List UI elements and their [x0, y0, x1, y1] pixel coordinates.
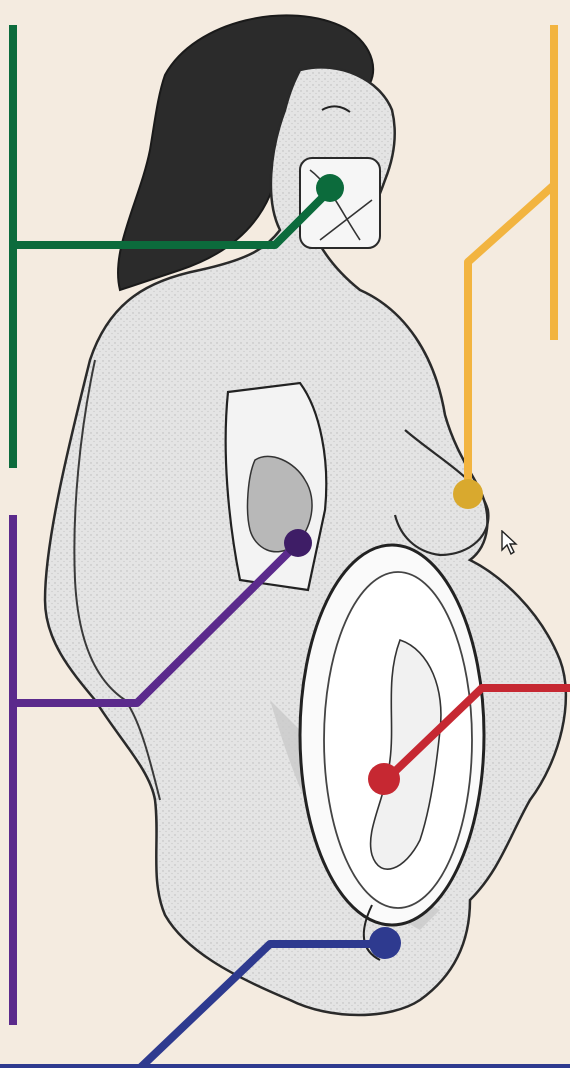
cervix-marker	[369, 927, 401, 959]
bottom-rule	[0, 1064, 570, 1068]
mouth-marker	[316, 174, 344, 202]
uterus-marker	[368, 763, 400, 795]
mouse-pointer-icon	[500, 530, 518, 556]
stomach-marker	[284, 529, 312, 557]
callout-breast	[453, 25, 554, 509]
breast-marker	[453, 479, 483, 509]
